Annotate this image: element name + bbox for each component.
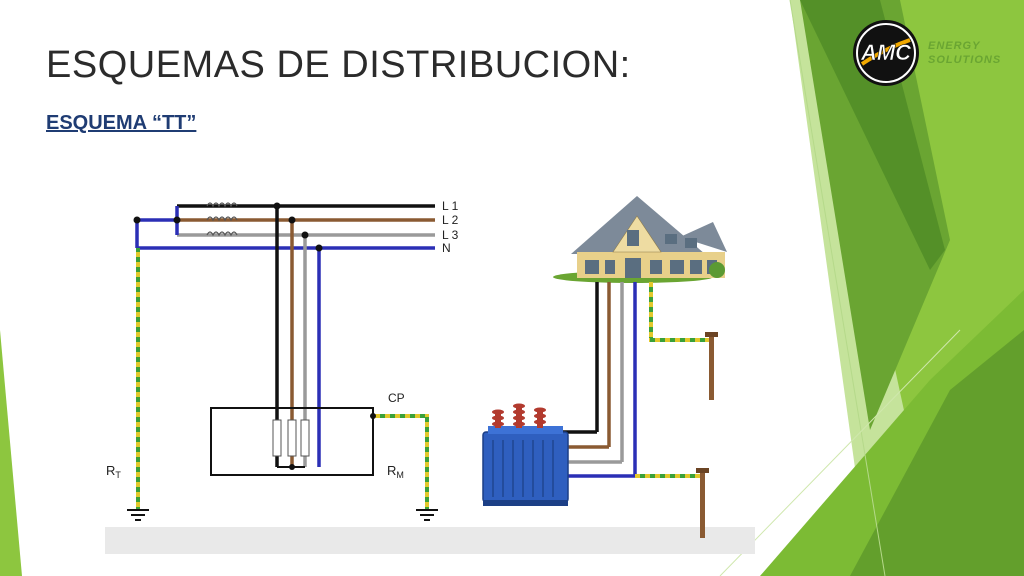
house-illustration	[553, 196, 727, 283]
bg-thin-line	[789, 0, 886, 576]
earth-symbol-rm	[416, 509, 438, 521]
node-l3	[301, 231, 309, 239]
house-earth-rod	[709, 332, 714, 400]
coil-l3	[206, 231, 238, 237]
logo-solutions: SOLUTIONS	[928, 54, 1001, 66]
cp-conductor-v	[425, 414, 429, 510]
label-l2: L 2	[442, 213, 459, 227]
label-rt: RT	[106, 463, 121, 480]
label-rm: RM	[387, 463, 404, 480]
node-n	[315, 244, 323, 252]
cp-node	[370, 413, 376, 419]
bg-green-panel-dark	[800, 0, 950, 430]
bg-green-wedge	[800, 0, 945, 270]
amc-logo: AMC ENERGY SOLUTIONS	[853, 20, 1001, 86]
house-earth-rod-cap	[705, 332, 718, 337]
load-resistors	[272, 419, 310, 457]
coil-l1	[206, 202, 238, 208]
cp-conductor-h	[373, 414, 427, 418]
logo-circle	[853, 20, 919, 86]
transformer-earth-rod	[700, 468, 705, 538]
source-earth-conductor	[136, 248, 140, 510]
page-subtitle: ESQUEMA “TT”	[46, 112, 197, 134]
node-l1	[273, 202, 281, 210]
label-n: N	[442, 241, 451, 255]
transformer-earth-rod-cap	[696, 468, 709, 473]
earth-symbol-rt	[127, 509, 149, 521]
label-cp: CP	[388, 391, 405, 405]
transformer-coils	[206, 202, 238, 237]
transformer-illustration	[482, 403, 569, 506]
label-l1: L 1	[442, 199, 459, 213]
house-earth-h	[649, 338, 709, 342]
bg-thin-line-2	[719, 329, 961, 576]
logo-mark: AMC	[860, 40, 912, 65]
bg-left-green-sliver	[0, 330, 22, 576]
label-l3: L 3	[442, 228, 459, 242]
star-node	[173, 216, 181, 224]
diagram-footer-shade	[105, 527, 755, 554]
transformer-earth-h	[635, 474, 700, 478]
load-equipment-box	[210, 407, 374, 476]
house-earth-v	[649, 282, 653, 340]
logo-energy: ENERGY	[928, 40, 981, 52]
bg-green-lower-dark	[850, 330, 1024, 576]
neutral-node	[133, 216, 141, 224]
tt-scheme-diagram: L 1 L 2 L 3 N RT CP RM	[105, 182, 755, 554]
load-bus-node	[289, 464, 295, 470]
page-title: ESQUEMAS DE DISTRIBUCION:	[46, 44, 631, 86]
node-l2	[288, 216, 296, 224]
logo-swoosh	[860, 38, 911, 66]
coil-l2	[206, 216, 238, 222]
logo-ring	[856, 23, 916, 83]
